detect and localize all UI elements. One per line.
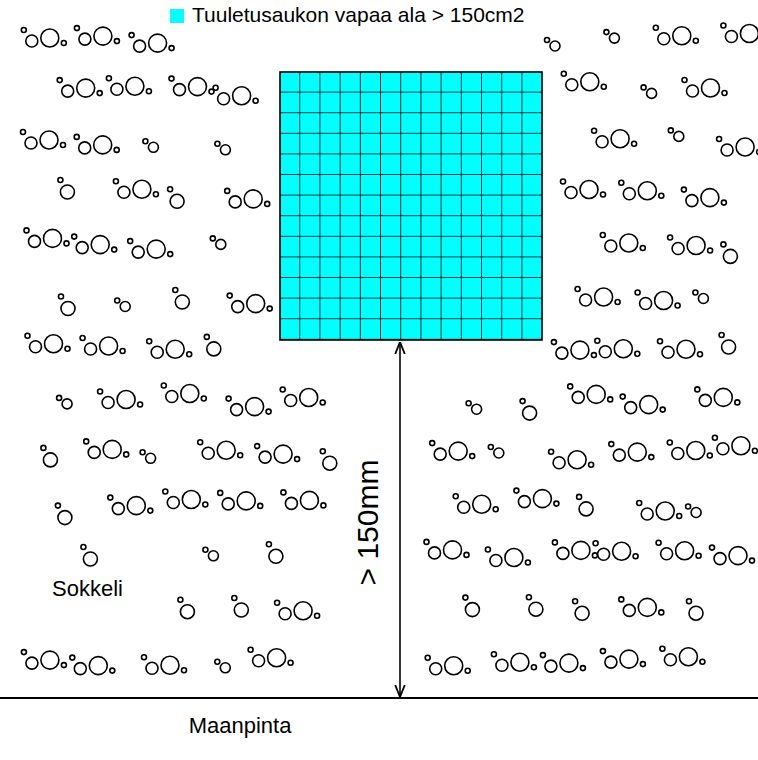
ground-line (0, 697, 758, 699)
plinth-label: Sokkeli (52, 577, 123, 601)
concrete-texture (21, 23, 758, 675)
legend-swatch (170, 9, 184, 23)
legend-text: Tuuletusaukon vapaa ala > 150cm2 (192, 3, 525, 26)
vent-grille (280, 72, 542, 340)
dimension-arrow (399, 342, 401, 697)
ground-label: Maanpinta (189, 714, 292, 738)
dimension-label: > 150mm (351, 459, 384, 585)
vent-opening (280, 72, 542, 340)
